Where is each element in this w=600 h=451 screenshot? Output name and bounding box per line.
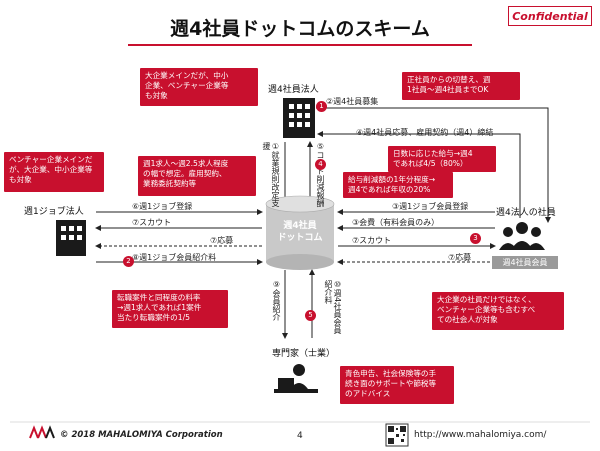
flow-label-8: ⑧週1ジョブ会員紹介料 [132,253,217,262]
callout-switch-employees: 正社員からの切替え、週 1社員～週4社員までOK [402,72,520,100]
company-building-icon [283,98,315,138]
callout-job-range: 週1求人～週2.5求人程度 の幅で想定。雇用契約、 業務委託契約等 [138,156,256,196]
page-title: 週4社員ドットコムのスキーム [170,18,430,40]
flow-label-7-scout-left: ⑦スカウト [132,218,172,227]
callout-large-companies: 大企業メインだが、中小 企業、ベンチャー企業等 も対象 [140,68,258,106]
job-company-building-icon [56,220,86,256]
badge-3: 3 [470,233,481,244]
company-logo [29,425,55,439]
flow-label-6: ⑥週1ジョブ登録 [132,202,193,211]
expert-label: 専門家（士業） [272,349,336,359]
flow-label-7-apply-left: ⑦応募 [210,236,234,245]
callout-all-workers: 大企業の社員だけではなく、 ベンチャー企業等も含むすべ ての社会人が対象 [432,292,564,330]
employee-badge: 週4社員会員 [492,256,558,269]
title-underline [128,44,472,46]
arrow-f4 [317,131,521,218]
company-label: 週4社員法人 [268,85,319,95]
badge-5: 5 [305,310,316,321]
job-company-label: 週1ジョブ法人 [24,207,84,217]
flow-label-5: ⑤コスト削減報酬 [316,142,325,207]
callout-expert-support: 青色申告、社会保険等の手 続き面のサポートや節税等 のアドバイス [340,366,454,404]
platform-label: 週4社員 ドットコム [266,220,334,244]
platform-label-line2: ドットコム [277,233,323,243]
badge-2: 2 [123,256,134,267]
flow-label-10: ⑩週4社員会員紹介料 [324,280,342,335]
platform-label-line1: 週4社員 [283,221,317,231]
flow-label-9: ⑨会員紹介 [272,280,281,321]
callout-venture-companies: ベンチャー企業メインだ が、大企業、中小企業等 も対象 [4,152,104,192]
flow-label-3-fee: ③会費（有料会員のみ） [352,218,440,227]
qr-code [385,423,409,447]
expert-laptop-icon [274,364,318,393]
flow-label-7-scout-right: ⑦スカウト [352,236,392,245]
flow-label-2: ②週4社員募集 [326,97,379,106]
flow-label-1: ①就業規則改定支援 [262,142,280,207]
employee-label: 週4法人の社員 [496,208,556,218]
badge-1: 1 [316,101,327,112]
flow-label-4: ④週4社員応募、雇用契約（週4）締結 [356,128,494,137]
callout-cost-reduction: 給与削減額の1年分程度→ 週4であれば年収の20% [343,172,453,198]
callout-salary-days: 日数に応じた給与→週4 であれば4/5（80%） [388,146,496,172]
badge-4: 4 [315,159,326,170]
page-number: 4 [297,431,303,441]
callout-fee-rate: 転職案件と同程度の料率 →週1求人であれば1案件 当たり転職案件の1/5 [112,290,228,328]
flow-label-3-register: ③週1ジョブ会員登録 [392,202,469,211]
footer-copyright: © 2018 MAHALOMIYA Corporation [60,430,223,440]
platform-cylinder [265,195,335,270]
arrow-f2 [316,107,551,223]
footer-url[interactable]: http://www.mahalomiya.com/ [414,430,547,440]
confidential-label: Confidential [508,6,592,26]
employees-group-icon [499,222,545,250]
flow-label-7-apply-right: ⑦応募 [448,253,472,262]
